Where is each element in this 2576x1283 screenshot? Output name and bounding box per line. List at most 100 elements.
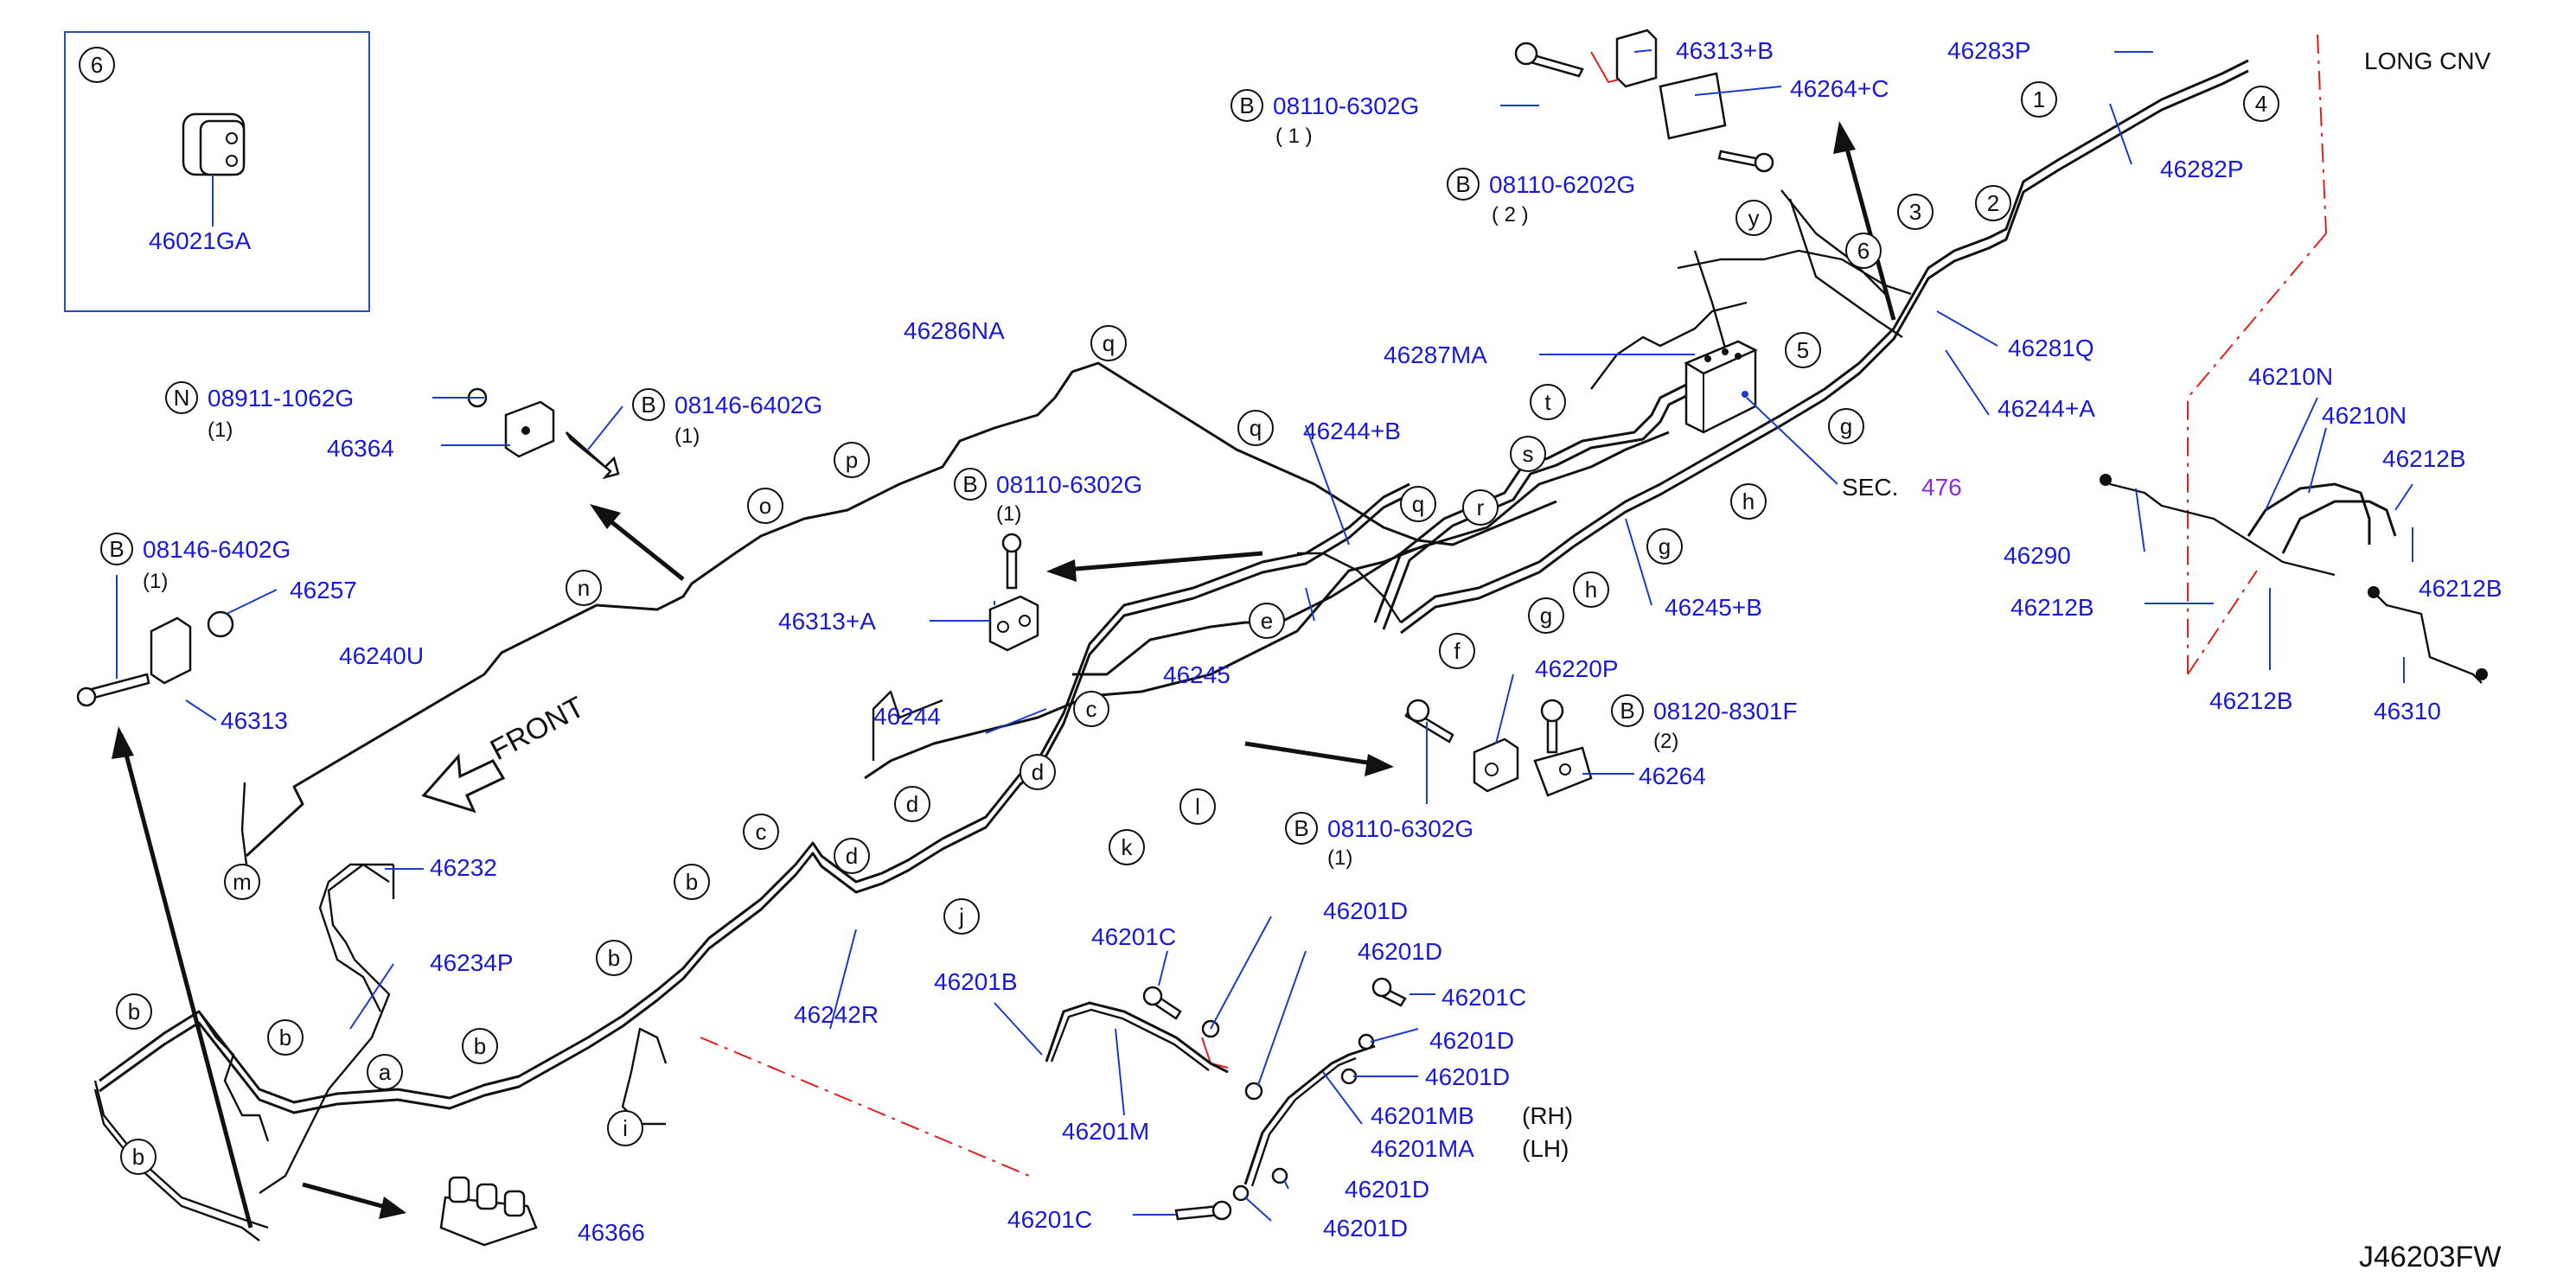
svg-text:B: B [962,471,977,497]
svg-text:i: i [623,1115,628,1141]
svg-text:(1): (1) [996,502,1021,526]
fastener-labels: N 08911-1062G (1) B 08146-6402G (1) B 08… [100,89,1798,870]
callout-e: e [1249,603,1285,639]
callout-h1: h [1730,483,1767,520]
svg-text:46201MA: 46201MA [1371,1135,1474,1162]
callout-j: j [943,898,980,935]
svg-text:6: 6 [1857,238,1870,264]
fastener-bolt-08120-8301F: B 08120-8301F (2) [1611,694,1798,753]
svg-text:5: 5 [1797,337,1809,363]
svg-text:46212B: 46212B [2209,687,2293,714]
callout-4: 4 [2243,86,2279,122]
svg-text:B: B [641,392,655,418]
svg-text:SEC.: SEC. [1842,474,1898,501]
inset-box: 6 46021GA [64,31,370,312]
svg-text:46290: 46290 [2004,542,2071,569]
junction-block-icon [988,595,1039,652]
svg-text:46201M: 46201M [1062,1118,1149,1145]
callout-f: f [1439,633,1475,669]
callout-g1: g [1828,408,1864,444]
bolt-icon [565,431,620,480]
callout-d2: d [834,838,870,874]
svg-text:m: m [233,869,252,895]
svg-text:4: 4 [2255,91,2267,117]
svg-text:46220P: 46220P [1535,655,1619,682]
note-long-cnv: LONG CNV [2364,48,2491,74]
callout-bubbles: 1 2 3 4 5 6 a b b b b b b c c d d d e f … [116,81,2279,1175]
callout-b1: b [116,993,152,1030]
brake-pipe-front-bundle [864,431,1670,780]
svg-text:46364: 46364 [327,435,394,462]
svg-text:46245+B: 46245+B [1665,594,1762,621]
direction-arrows [112,121,1896,1229]
svg-text:46281Q: 46281Q [2008,335,2094,361]
svg-text:(2): (2) [1653,730,1678,753]
callout-d1: d [894,786,930,822]
svg-text:46244: 46244 [873,703,941,730]
svg-text:o: o [759,493,771,519]
fastener-bolt-08110-6202G: B 08110-6202G ( 2 ) [1447,168,1635,227]
callout-g3: g [1528,597,1564,634]
svg-text:(LH): (LH) [1522,1135,1569,1162]
svg-text:476: 476 [1921,474,1962,501]
front-direction-indicator: FRONT [421,691,590,814]
svg-text:46232: 46232 [430,854,497,881]
svg-text:46212B: 46212B [2010,594,2094,621]
svg-text:08120-8301F: 08120-8301F [1653,698,1798,724]
svg-text:t: t [1544,389,1551,415]
front-pipe-46234P [259,863,391,1194]
callout-h2: h [1573,571,1609,608]
inset-ref: 6 [91,52,103,78]
bolt-icon [1546,716,1558,754]
callout-c2: c [1073,691,1109,727]
svg-text:46201B: 46201B [934,968,1018,995]
fastener-bolt-08146-lower: B 08146-6402G (1) [100,533,291,593]
svg-text:a: a [379,1059,392,1085]
svg-text:46201MB: 46201MB [1371,1102,1474,1129]
svg-text:B: B [1455,171,1470,197]
collar-icon [207,610,234,638]
svg-text:(RH): (RH) [1522,1102,1573,1129]
svg-text:c: c [1086,696,1097,722]
svg-text:46201C: 46201C [1441,984,1526,1011]
svg-text:46201D: 46201D [1323,1215,1408,1242]
brake-hose-rear-left-icon [2281,500,2397,554]
svg-text:g: g [1840,413,1852,439]
svg-text:h: h [1585,577,1597,603]
svg-text:46283P: 46283P [1947,37,2031,64]
callout-m: m [224,864,260,900]
callout-2: 2 [1975,185,2011,221]
svg-text:46201D: 46201D [1345,1176,1429,1203]
bracket-icon [1659,72,1727,140]
callout-b3: b [462,1028,498,1064]
svg-text:g: g [1659,533,1671,559]
front-label: FRONT [485,691,590,768]
svg-text:B: B [109,536,124,562]
callout-1: 1 [2021,81,2057,118]
svg-text:2: 2 [1987,190,1999,216]
callout-p: p [834,442,870,478]
fastener-bolt-08110-6302G-center: B 08110-6302G (1) [954,468,1142,526]
svg-text:k: k [1122,834,1134,860]
fastener-bolt-08110-6302G-top: B 08110-6302G ( 1 ) [1230,89,1419,148]
svg-text:46210N: 46210N [2248,363,2333,390]
callout-3: 3 [1897,194,1934,230]
svg-text:46212B: 46212B [2382,445,2466,472]
svg-text:(1): (1) [674,424,700,448]
svg-text:q: q [1103,330,1115,356]
svg-text:46242R: 46242R [794,1001,879,1028]
svg-text:l: l [1195,794,1200,820]
svg-text:b: b [132,1144,144,1170]
svg-text:46257: 46257 [290,577,357,603]
svg-text:d: d [846,843,858,869]
leader-lines [116,49,2413,1222]
callout-b4: b [596,940,632,976]
callout-b6: b [120,1139,157,1175]
svg-text:46244+B: 46244+B [1303,418,1401,444]
callout-q2: q [1237,410,1274,446]
svg-text:46245: 46245 [1163,661,1230,688]
brake-hose-front-icon [1045,1001,1229,1074]
svg-text:46201D: 46201D [1358,938,1442,965]
svg-text:46201D: 46201D [1323,897,1408,924]
svg-text:(1): (1) [208,418,233,442]
